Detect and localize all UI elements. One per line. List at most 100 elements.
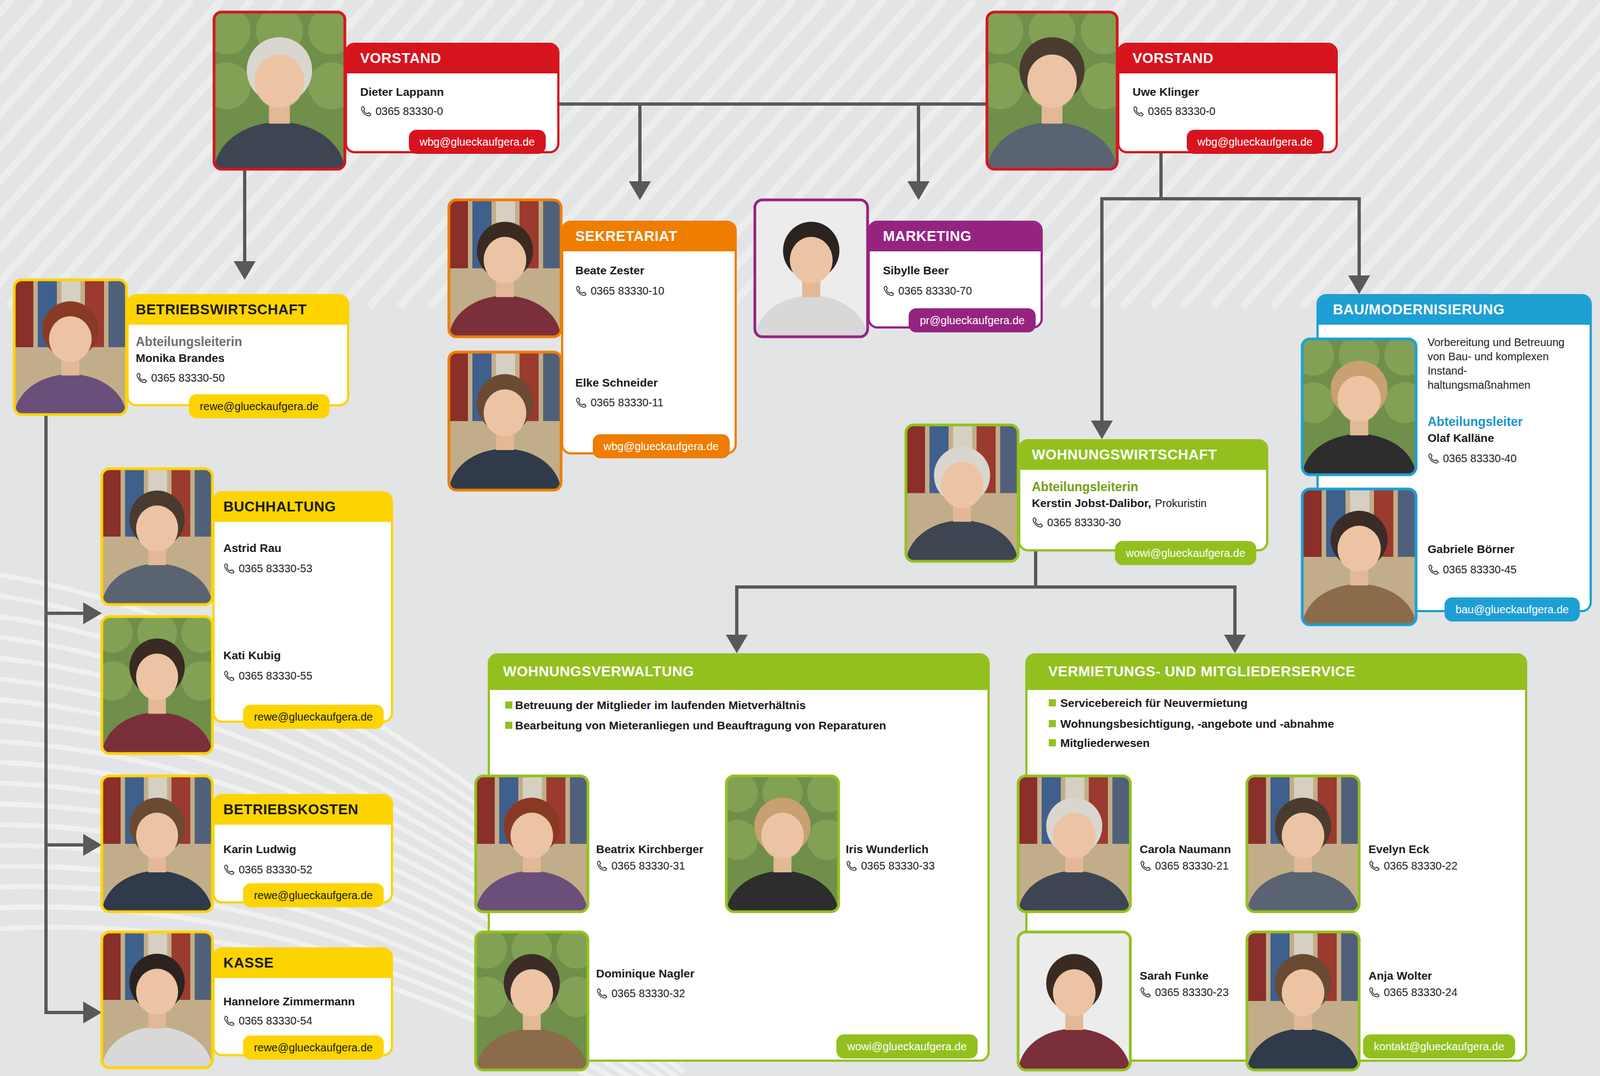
shoulders [14, 373, 127, 415]
foliage [762, 819, 804, 860]
face [1337, 525, 1381, 572]
staff-photo [1018, 931, 1131, 1070]
photo-frame [448, 351, 562, 490]
shelf-binder [1326, 488, 1346, 557]
arrowhead [1348, 275, 1371, 294]
shelf-binder [1246, 775, 1267, 844]
shoulders [101, 712, 213, 754]
phone-number: 0365 83330-11 [590, 395, 664, 410]
connector-line [1160, 153, 1360, 282]
phone-number: 0365 83330-70 [898, 283, 973, 298]
shelf-binder [1000, 424, 1019, 494]
photo-background [101, 468, 213, 605]
shoulders [475, 870, 588, 912]
staff-photo [101, 616, 213, 754]
task-bullet: Mitgliederwesen [1060, 735, 1150, 751]
bullet-square [1048, 719, 1056, 727]
task-bullet: Wohnungsbesichtigung, -angebote und -abn… [1060, 715, 1334, 732]
phone-handset [224, 671, 234, 681]
neck [61, 353, 80, 375]
connector-line [559, 104, 640, 188]
shelf-binder [1246, 931, 1267, 1001]
person-name: Kerstin Jobst-Dalibor, [1031, 495, 1152, 511]
phone-handset [884, 286, 894, 296]
shelf-binder [1373, 488, 1394, 557]
phone-icon [1139, 985, 1152, 998]
hair [476, 373, 534, 432]
shelf-binder [448, 199, 469, 269]
staff-photo [1302, 338, 1417, 475]
shelf-binder [1317, 775, 1337, 844]
photo-frame [1302, 488, 1417, 625]
unit-description: Vorbereitung und Betreuung von Bau- und … [1427, 334, 1573, 392]
email-badge: bau@glueckaufgera.de [1444, 597, 1580, 622]
email-badge: rewe@glueckaufgera.de [243, 882, 384, 908]
shoulders [101, 870, 213, 912]
unit-heading: BETRIEBSKOSTEN [223, 800, 359, 818]
photo-background [101, 616, 213, 754]
person-name: Olaf Kalläne [1427, 430, 1494, 446]
phone-number: 0365 83330-0 [1147, 104, 1216, 119]
face [483, 389, 527, 437]
unit-heading: WOHNUNGSVERWALTUNG [503, 662, 695, 680]
shelf-binder [171, 931, 190, 1000]
photo-background [475, 931, 588, 1070]
shelf-binder [905, 424, 926, 494]
shelf-binder [1065, 775, 1085, 844]
face [254, 54, 305, 108]
background-stripe [0, 0, 192, 307]
hair [476, 221, 534, 280]
unit-heading: SEKRETARIAT [575, 227, 678, 245]
face [136, 968, 179, 1015]
phone-number: 0365 83330-21 [1154, 858, 1229, 873]
phone-icon [1427, 452, 1440, 465]
org-connector [725, 551, 1036, 654]
photo-background [905, 424, 1019, 562]
phone-number: 0365 83330-0 [375, 104, 443, 119]
person-name: Elke Schneider [575, 375, 658, 390]
shelf-binder [1018, 775, 1038, 844]
photo-frame [986, 12, 1118, 170]
shoulders [448, 448, 562, 490]
foliage [1028, 62, 1076, 110]
shelf-binder [171, 468, 190, 537]
phone-handset [1428, 453, 1438, 464]
phone-icon [223, 562, 236, 575]
phone-icon [1132, 105, 1145, 118]
phone-icon [1368, 859, 1381, 872]
org-unit-box: BETRIEBSWIRTSCHAFTAbteilungsleiterinMoni… [14, 279, 350, 415]
staff-photo [448, 199, 562, 337]
neck [1349, 563, 1368, 586]
background-stripe [1513, 0, 1600, 307]
neck [495, 275, 514, 298]
shoulders [1246, 1027, 1360, 1070]
photo-frame [1018, 775, 1131, 912]
shelf-binder [1398, 488, 1417, 557]
face [1053, 968, 1096, 1016]
foliage [308, 12, 345, 55]
unit-card [487, 653, 990, 1062]
unit-card [561, 220, 737, 455]
face [940, 461, 984, 508]
phone-handset [576, 397, 586, 408]
org-connector [559, 104, 651, 200]
phone-handset [361, 106, 371, 117]
shelf-binder [543, 351, 562, 421]
phone-icon [135, 371, 148, 384]
staff-photo [101, 931, 213, 1068]
foliage [1338, 382, 1380, 424]
hair [503, 953, 560, 1012]
shelf-binder [101, 775, 121, 844]
staff-photo [475, 931, 588, 1070]
org-unit-box: VORSTANDUwe Klinger0365 83330-0wbg@gluec… [1117, 42, 1338, 154]
neck [1294, 1007, 1313, 1030]
neck [495, 428, 514, 450]
phone-handset [1140, 987, 1151, 997]
foliage [807, 819, 839, 860]
photo-frame [214, 12, 345, 170]
org-unit-box: BUCHHALTUNGAstrid Rau0365 83330-53Kati K… [101, 468, 394, 754]
phone-handset [1133, 106, 1143, 117]
phone-handset [597, 861, 607, 871]
shelf-binder [1041, 775, 1061, 844]
shoulders [448, 295, 562, 337]
